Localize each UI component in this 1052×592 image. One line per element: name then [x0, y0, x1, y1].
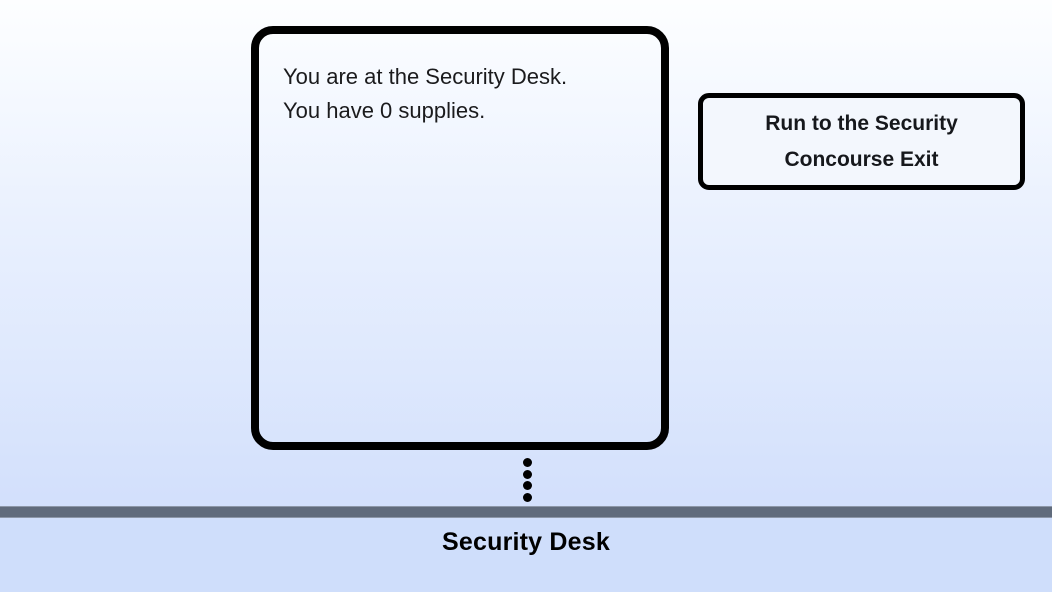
tether-dot: [522, 492, 532, 502]
narrative-line-location: You are at the Security Desk.: [283, 64, 568, 89]
tether-dot: [522, 481, 532, 491]
action-button-run-to-security-concourse-exit[interactable]: Run to the Security Concourse Exit: [698, 93, 1025, 190]
tether-dots: [521, 458, 533, 502]
action-button-label: Run to the Security Concourse Exit: [747, 106, 976, 178]
narrative-line-supplies: You have 0 supplies.: [283, 98, 486, 123]
ground-bar: [0, 506, 1052, 518]
location-label: Security Desk: [442, 528, 610, 556]
tether-dot: [522, 469, 532, 479]
action-button-label-line-2: Concourse Exit: [784, 147, 939, 171]
tether-dot: [522, 458, 532, 467]
narrative-panel: You are at the Security Desk. You have 0…: [251, 26, 669, 450]
action-button-label-line-1: Run to the Security: [765, 111, 958, 135]
ground-area: [0, 518, 1052, 592]
